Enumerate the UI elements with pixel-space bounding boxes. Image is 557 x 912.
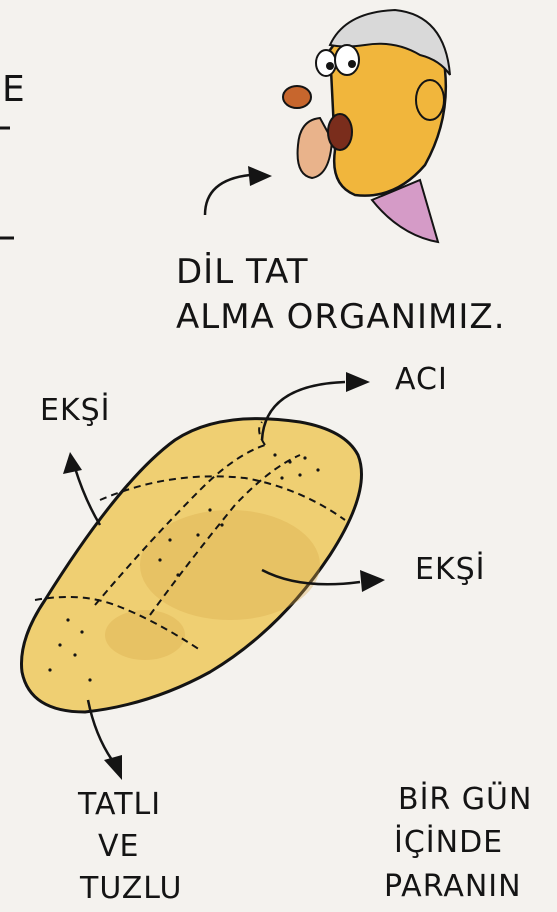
eye-left: [316, 50, 336, 76]
arrow-head-sweet-salty: [104, 755, 122, 780]
text-bottom-right-2: İÇİNDE: [394, 828, 503, 858]
arrow-sour-top: [75, 468, 100, 525]
arrow-head-to-tongue: [248, 166, 272, 186]
mouth: [328, 114, 352, 150]
tongue-out: [298, 118, 332, 178]
label-sweet-salty-3: TUZLU: [80, 874, 183, 904]
text-bottom-right-3: PARANIN: [384, 872, 522, 902]
cartoon-head-icon: [283, 10, 450, 242]
tongue-shade: [140, 510, 320, 620]
nose: [283, 86, 311, 108]
pupil-right: [348, 60, 356, 68]
text-bottom-right-1: BİR GÜN: [398, 785, 532, 815]
arrow-head-sour-right: [360, 570, 385, 592]
label-sour-top: EKŞİ: [40, 396, 111, 426]
label-sour-right: EKŞİ: [415, 555, 486, 585]
edge-letter: E: [2, 72, 26, 108]
ear: [416, 80, 444, 120]
label-sweet-salty-1: TATLI: [78, 790, 161, 820]
caption-line-2: ALMA ORGANIMIZ.: [176, 300, 506, 334]
label-sweet-salty-2: VE: [98, 832, 139, 862]
eye-right: [335, 45, 359, 75]
arrow-head-sour-top: [63, 452, 82, 474]
pupil-left: [326, 62, 334, 70]
arrow-to-tongue: [205, 175, 250, 215]
arrow-head-bitter: [346, 372, 370, 392]
caption-line-1: DİL TAT: [176, 255, 308, 289]
label-bitter: ACI: [395, 365, 448, 395]
